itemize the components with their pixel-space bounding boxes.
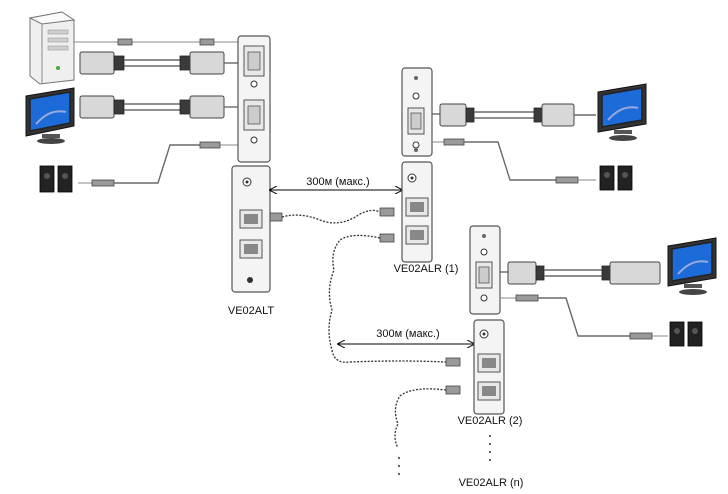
monitor-icon [667, 237, 717, 295]
transmitter-cables [74, 38, 238, 187]
receiver-1-device [401, 67, 433, 263]
receiver-1-cables [432, 103, 596, 184]
continuation-dots [398, 435, 491, 475]
distance-label-1: 300м (макс.) [306, 176, 369, 188]
utp-cable-1 [269, 207, 395, 224]
receiver-2-label: VE02ALR (2) [458, 415, 523, 427]
receiver-2-device [469, 225, 505, 415]
utp-cable-3 [394, 385, 461, 449]
speakers-icon [599, 165, 633, 191]
receiver-1-label: VE02ALR (1) [394, 263, 459, 275]
receiver-2-cables [500, 261, 668, 340]
receiver-n-label: VE02ALR (n) [459, 477, 524, 489]
monitor-icon [25, 87, 75, 144]
transmitter-label: VE02ALT [228, 305, 275, 317]
transmitter-device [231, 35, 271, 293]
utp-cable-2 [328, 233, 461, 367]
distance-label-2: 300м (макс.) [376, 328, 439, 340]
monitor-icon [597, 83, 647, 141]
speakers-icon [669, 321, 703, 347]
pc-tower-icon [28, 11, 76, 85]
speakers-icon [39, 165, 73, 193]
